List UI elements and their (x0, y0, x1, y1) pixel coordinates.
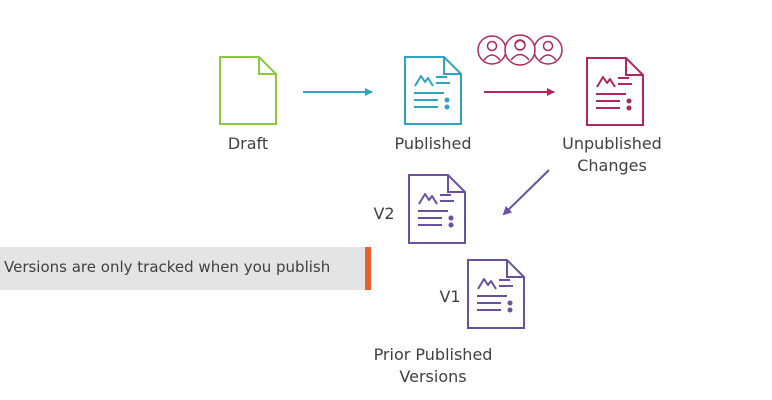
prior-versions-label: Prior Published Versions (348, 344, 518, 388)
draft-label: Draft (227, 134, 269, 153)
arrow-unpublished-to-versions (502, 169, 550, 216)
unpublished-label-line-1: Unpublished (562, 134, 662, 153)
callout-banner: Versions are only tracked when you publi… (0, 247, 371, 290)
draft-document-icon (219, 56, 277, 125)
unpublished-label: Unpublished Changes (548, 133, 676, 177)
version-1-document-icon (467, 259, 525, 329)
unpublished-document-icon (586, 57, 644, 126)
prior-versions-label-line-2: Versions (399, 367, 467, 386)
callout-text: Versions are only tracked when you publi… (4, 258, 331, 276)
published-document-icon (404, 56, 462, 125)
version-2-document-icon (408, 174, 466, 244)
unpublished-label-line-2: Changes (577, 156, 647, 175)
published-label: Published (394, 134, 472, 153)
version-2-label: V2 (373, 204, 395, 223)
callout-accent-bar (365, 247, 371, 290)
user-group-icon (477, 34, 563, 66)
version-1-label: V1 (439, 287, 461, 306)
prior-versions-label-line-1: Prior Published (373, 345, 493, 364)
